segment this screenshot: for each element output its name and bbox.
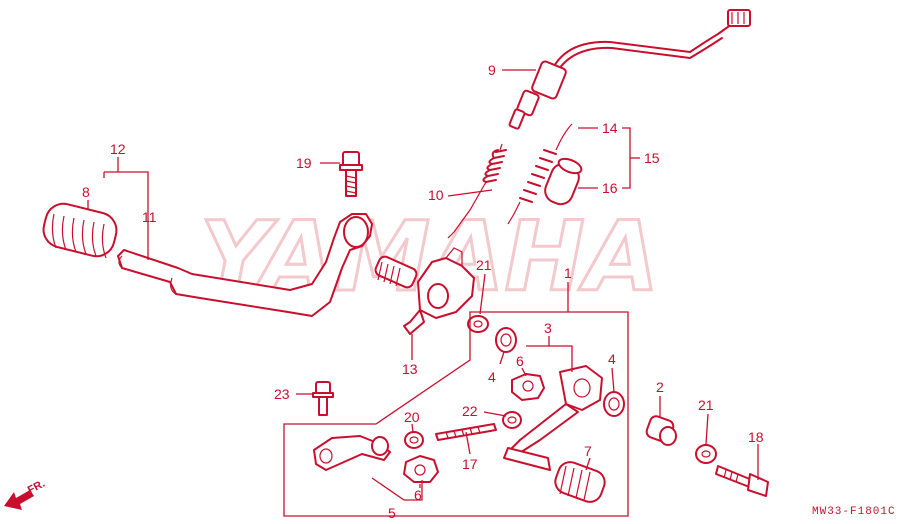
- part-20-nut[interactable]: [404, 431, 424, 449]
- callout-11: 11: [142, 209, 157, 225]
- callout-17: 17: [462, 456, 478, 472]
- callout-1: 1: [564, 265, 572, 281]
- callout-13: 13: [402, 361, 418, 377]
- callout-21-lower: 21: [698, 397, 714, 413]
- callout-15: 15: [644, 150, 660, 166]
- part-21-washer-upper[interactable]: [467, 315, 489, 333]
- part-3-arm[interactable]: [559, 365, 603, 411]
- part-5-link-arm[interactable]: [313, 435, 391, 471]
- callout-22: 22: [462, 403, 478, 419]
- callout-labels: 12 8 11 19 13 9 10 14 15 16 21 1 3 4 6 4…: [82, 62, 764, 521]
- part-6-joint-upper[interactable]: [511, 373, 545, 401]
- callout-6-lower: 6: [414, 487, 422, 503]
- callout-5: 5: [388, 505, 396, 521]
- part-9-switch-cable[interactable]: [508, 9, 751, 130]
- part-13-shift-shaft[interactable]: [374, 247, 475, 335]
- callout-4-right: 4: [608, 351, 616, 367]
- callout-12: 12: [110, 141, 126, 157]
- callout-6-upper: 6: [516, 353, 524, 369]
- part-4-bearing-left[interactable]: [495, 327, 517, 353]
- part-10-spring[interactable]: [447, 143, 507, 239]
- part-19-bolt[interactable]: [339, 151, 363, 197]
- callout-4-left: 4: [488, 369, 496, 385]
- callout-19: 19: [296, 155, 312, 171]
- part-7-rear-pedal[interactable]: [503, 403, 608, 505]
- part-2-collar[interactable]: [645, 415, 677, 446]
- arrow-icon: [4, 490, 34, 510]
- front-marker: FR.: [4, 478, 47, 510]
- callout-2: 2: [656, 379, 664, 395]
- callout-7: 7: [584, 443, 592, 459]
- callout-3: 3: [544, 320, 552, 336]
- part-6-joint-lower[interactable]: [403, 455, 439, 483]
- part-23-bolt[interactable]: [312, 381, 334, 416]
- callout-20: 20: [404, 409, 420, 425]
- part-14-spring[interactable]: [507, 123, 573, 225]
- callout-16: 16: [602, 180, 618, 196]
- part-11-pedal-arm[interactable]: [117, 213, 373, 317]
- diagram-code: MW33-F1801C: [812, 506, 896, 518]
- callout-8: 8: [82, 184, 90, 200]
- callout-9: 9: [488, 62, 496, 78]
- callout-18: 18: [748, 429, 764, 445]
- part-22-nut[interactable]: [502, 411, 522, 429]
- part-8-rubber[interactable]: [40, 200, 121, 260]
- callout-14: 14: [602, 120, 618, 136]
- callout-10: 10: [428, 187, 444, 203]
- part-21-washer-lower[interactable]: [695, 444, 717, 464]
- part-18-bolt[interactable]: [715, 465, 769, 497]
- part-16-collar[interactable]: [542, 156, 584, 208]
- callout-23: 23: [274, 386, 290, 402]
- leader-lines: [87, 69, 759, 517]
- part-4-bearing-right[interactable]: [603, 391, 625, 417]
- callout-21-upper: 21: [476, 257, 492, 273]
- front-label: FR.: [26, 478, 47, 497]
